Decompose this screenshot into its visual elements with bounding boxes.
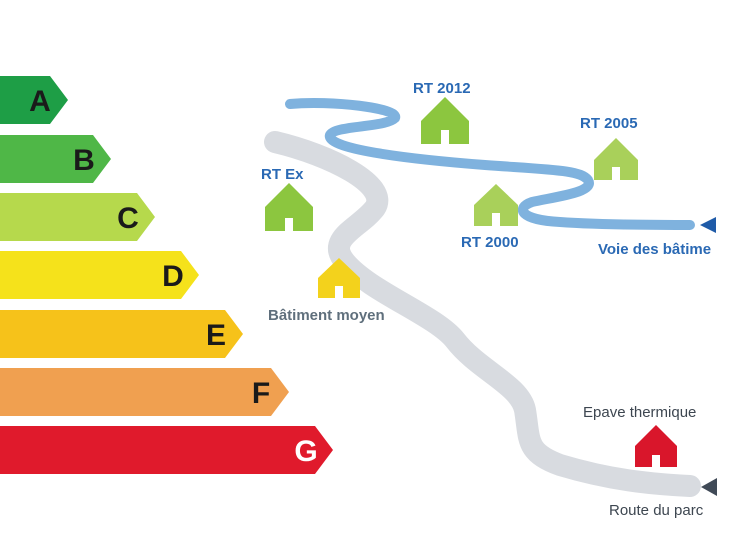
house-door-icon — [285, 218, 293, 231]
energy-bar-g — [0, 426, 333, 474]
house-rt-2012: RT 2012 — [413, 80, 471, 144]
energy-letter-e: E — [206, 319, 226, 352]
route-label: Route du parc — [609, 502, 704, 519]
house-batiment-moyen: Bâtiment moyen — [268, 258, 385, 324]
energy-class-g: G — [0, 426, 333, 474]
energy-bar-e — [0, 310, 243, 358]
house-epave-thermique: Epave thermique — [583, 404, 696, 467]
energy-class-b: B — [0, 135, 111, 183]
route-arrow-icon — [701, 478, 717, 496]
energy-scale: A B C D E F G — [0, 76, 333, 474]
house-door-icon — [652, 455, 660, 467]
energy-letter-f: F — [252, 377, 270, 410]
energy-letter-b: B — [73, 144, 95, 177]
house-batiment-moyen-icon — [318, 258, 360, 298]
house-rt-2012-icon — [421, 97, 469, 144]
house-door-icon — [612, 167, 620, 180]
energy-letter-d: D — [162, 260, 184, 293]
energy-class-a: A — [0, 76, 68, 124]
energy-class-d: D — [0, 251, 199, 299]
house-rt-2005-icon — [594, 138, 638, 180]
house-rt-ex-icon — [265, 183, 313, 231]
house-epave-thermique-label: Epave thermique — [583, 404, 696, 421]
energy-bar-a — [0, 76, 68, 124]
energy-class-e: E — [0, 310, 243, 358]
house-rt-ex-label: RT Ex — [261, 166, 304, 183]
voie-path — [285, 97, 695, 230]
house-door-icon — [492, 213, 500, 226]
house-rt-2000-icon — [474, 184, 518, 226]
route-path — [264, 131, 701, 497]
energy-letter-c: C — [117, 202, 139, 235]
house-rt-2005-label: RT 2005 — [580, 115, 638, 132]
house-rt-ex: RT Ex — [261, 166, 313, 231]
voie-arrow-icon — [700, 217, 716, 233]
voie-label: Voie des bâtime — [598, 241, 711, 258]
house-door-icon — [441, 130, 449, 144]
house-batiment-moyen-label: Bâtiment moyen — [268, 307, 385, 324]
energy-letter-a: A — [29, 85, 51, 118]
energy-class-f: F — [0, 368, 289, 416]
route-path-group: Route du parc — [264, 131, 717, 519]
house-rt-2005: RT 2005 — [580, 115, 638, 180]
voie-path-group: Voie des bâtime — [285, 97, 716, 258]
energy-letter-g: G — [294, 435, 317, 468]
energy-bar-c — [0, 193, 155, 241]
house-rt-2000: RT 2000 — [461, 184, 519, 251]
energy-bar-b — [0, 135, 111, 183]
energy-bar-f — [0, 368, 289, 416]
energy-class-c: C — [0, 193, 155, 241]
house-rt-2000-label: RT 2000 — [461, 234, 519, 251]
house-epave-thermique-icon — [635, 425, 677, 467]
house-door-icon — [335, 286, 343, 298]
energy-bar-d — [0, 251, 199, 299]
house-rt-2012-label: RT 2012 — [413, 80, 471, 97]
